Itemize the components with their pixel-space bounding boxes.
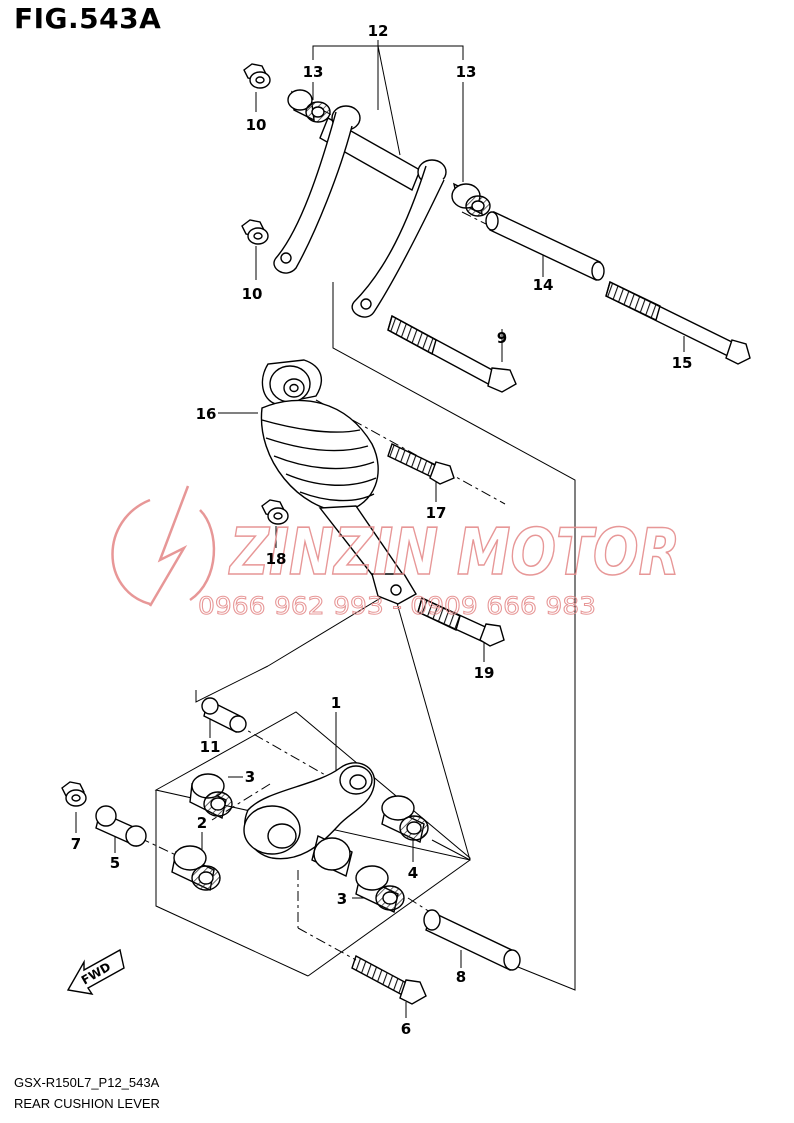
spacer-5 [95, 805, 147, 847]
callout-7: 7 [71, 835, 81, 853]
spacer-11 [201, 697, 247, 734]
bearing-3-upper [189, 773, 233, 820]
callout-1: 1 [331, 694, 341, 712]
callout-4: 4 [408, 864, 418, 882]
nut-18 [261, 499, 289, 525]
callout-16: 16 [196, 405, 217, 423]
nut-10-lower [241, 219, 269, 245]
bearing-3-lower [355, 865, 405, 914]
fwd-arrow-icon [66, 948, 125, 995]
watermark-logo-icon [111, 485, 216, 607]
parts [61, 63, 751, 1005]
watermark: ZINZIN MOTOR 0966 962 993 - 0909 666 983 [111, 485, 681, 621]
callout-19: 19 [474, 664, 495, 682]
callout-12: 12 [368, 22, 389, 40]
nut-10-top [243, 63, 271, 89]
watermark-phone: 0966 962 993 - 0909 666 983 [198, 592, 596, 620]
bearing-13-left [287, 89, 331, 123]
bearing-4 [381, 795, 429, 844]
callout-13-left: 13 [303, 63, 324, 81]
callout-labels: 12 13 13 10 10 14 9 15 16 17 18 19 1 11 … [71, 22, 693, 1038]
callout-15: 15 [672, 354, 693, 372]
figure-title: FIG.543A [14, 2, 162, 35]
callout-11: 11 [200, 738, 221, 756]
bolt-19 [417, 597, 505, 647]
callout-10-top: 10 [246, 116, 267, 134]
leader-lines [75, 40, 685, 1018]
cushion-lever-1 [243, 762, 376, 877]
cushion-rod-12 [273, 105, 447, 318]
callout-9: 9 [497, 329, 507, 347]
shock-absorber-16 [260, 359, 417, 605]
callout-3-lower: 3 [337, 890, 347, 908]
callout-10-lower: 10 [242, 285, 263, 303]
callout-6: 6 [401, 1020, 411, 1038]
bolt-15 [605, 281, 751, 365]
bolt-6 [351, 954, 427, 1005]
callout-8: 8 [456, 968, 466, 986]
bearing-13-right [451, 182, 491, 217]
bearing-2 [171, 845, 221, 892]
callout-17: 17 [426, 504, 447, 522]
callout-5: 5 [110, 854, 120, 872]
spacer-8 [423, 909, 521, 971]
figure-name: REAR CUSHION LEVER [14, 1096, 160, 1111]
bolt-9 [387, 314, 517, 393]
callout-13-right: 13 [456, 63, 477, 81]
spacer-14 [485, 210, 605, 282]
model-code: GSX-R150L7_P12_543A [14, 1075, 160, 1090]
callout-18: 18 [266, 550, 287, 568]
callout-14: 14 [533, 276, 554, 294]
nut-7 [61, 781, 87, 807]
watermark-brand: ZINZIN MOTOR [228, 516, 680, 590]
callout-3-upper: 3 [245, 768, 255, 786]
callout-2: 2 [197, 814, 207, 832]
bolt-17 [387, 443, 455, 485]
